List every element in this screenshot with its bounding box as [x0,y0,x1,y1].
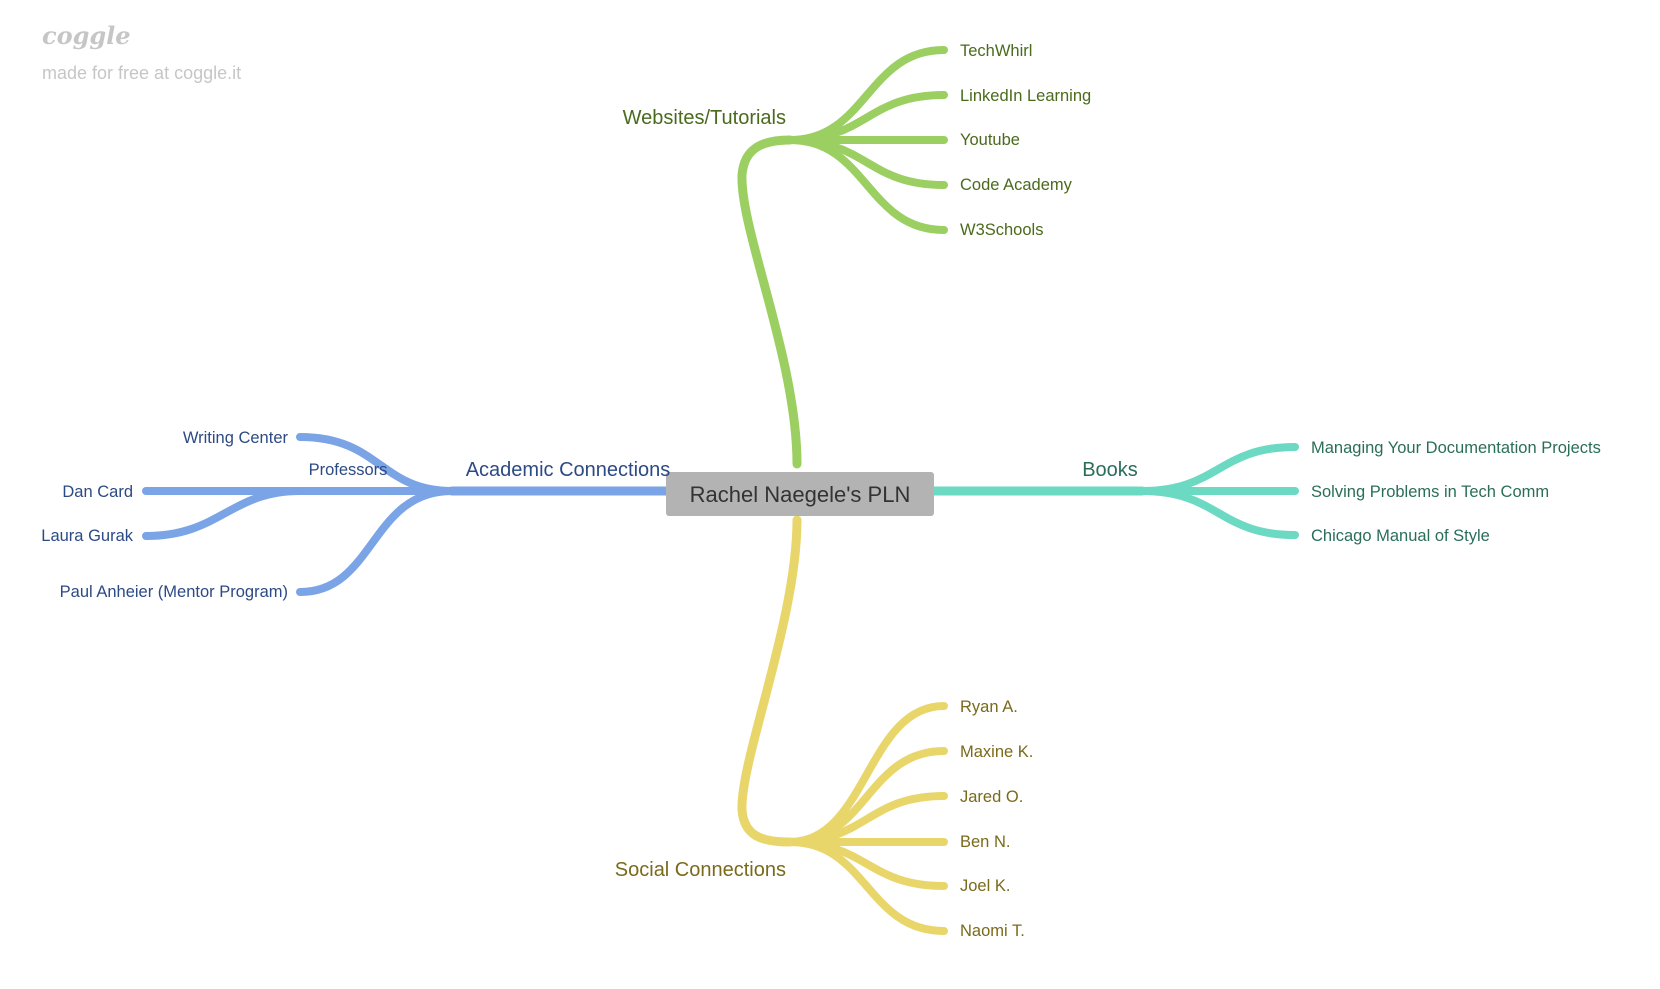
leaf-joel-k[interactable]: Joel K. [960,877,1010,895]
mentor-connector [296,487,456,596]
connector-layer [142,46,1299,935]
leaf-jared-o[interactable]: Jared O. [960,788,1023,806]
leaf-w3schools[interactable]: W3Schools [960,221,1043,239]
leaf-youtube[interactable]: Youtube [960,131,1020,149]
leaf-techwhirl[interactable]: TechWhirl [960,42,1032,60]
branch-books-label[interactable]: Books [1082,459,1138,481]
root-node-box[interactable] [666,472,934,516]
leaf-writing-center[interactable]: Writing Center [183,429,289,447]
branch-social-connector [737,515,802,847]
coggle-tagline: made for free at coggle.it [42,63,241,83]
root-node-label[interactable]: Rachel Naegele's PLN [690,482,911,507]
branch-websites-connector [737,135,802,469]
books-leaf-connector-2 [1138,487,1299,539]
leaf-code-academy[interactable]: Code Academy [960,176,1073,194]
social-leaf-connector-5 [786,838,948,935]
coggle-logo: coggle [42,21,131,50]
node-professors-label[interactable]: Professors [309,461,388,479]
leaf-linkedin-learning[interactable]: LinkedIn Learning [960,87,1091,105]
leaf-ben-n[interactable]: Ben N. [960,833,1010,851]
leaf-chicago-manual-of-style[interactable]: Chicago Manual of Style [1311,527,1490,545]
leaf-managing-documentation-projects[interactable]: Managing Your Documentation Projects [1311,439,1601,457]
leaf-solving-problems-tech-comm[interactable]: Solving Problems in Tech Comm [1311,483,1549,501]
leaf-laura-gurak[interactable]: Laura Gurak [41,527,133,545]
leaf-dan-card[interactable]: Dan Card [62,483,133,501]
websites-leaf-connector-4 [786,136,948,234]
books-leaf-connector-0 [1138,443,1299,495]
leaf-naomi-t[interactable]: Naomi T. [960,922,1025,940]
leaf-paul-anheier[interactable]: Paul Anheier (Mentor Program) [60,583,288,601]
root-node[interactable]: Rachel Naegele's PLN [666,472,934,516]
branch-social-label[interactable]: Social Connections [615,859,786,881]
laura-gurak-connector [142,487,304,540]
leaf-ryan-a[interactable]: Ryan A. [960,698,1018,716]
leaf-maxine-k[interactable]: Maxine K. [960,743,1033,761]
branch-academic-label[interactable]: Academic Connections [466,459,671,481]
branch-websites-label[interactable]: Websites/Tutorials [623,107,786,129]
